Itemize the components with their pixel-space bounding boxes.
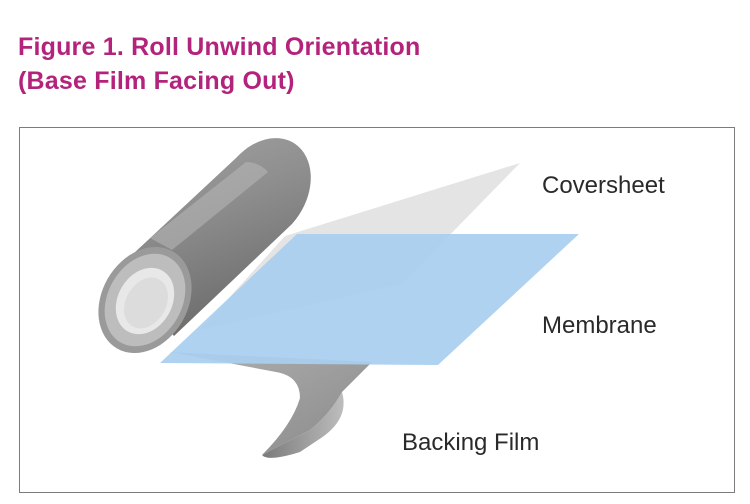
roll-core-inner <box>124 277 168 329</box>
coversheet-label: Coversheet <box>542 172 665 199</box>
figure-title-line-2: (Base Film Facing Out) <box>18 67 295 95</box>
figure-title-line-1: Figure 1. Roll Unwind Orientation <box>18 33 421 61</box>
membrane-sheet <box>160 234 579 365</box>
membrane-label: Membrane <box>542 312 657 339</box>
backing-film-label: Backing Film <box>402 429 540 456</box>
figure-title: Figure 1. Roll Unwind Orientation (Base … <box>18 30 718 98</box>
backing-film-sheet <box>170 352 372 455</box>
roll-highlight <box>150 162 268 250</box>
backing-film-curl <box>262 392 344 458</box>
